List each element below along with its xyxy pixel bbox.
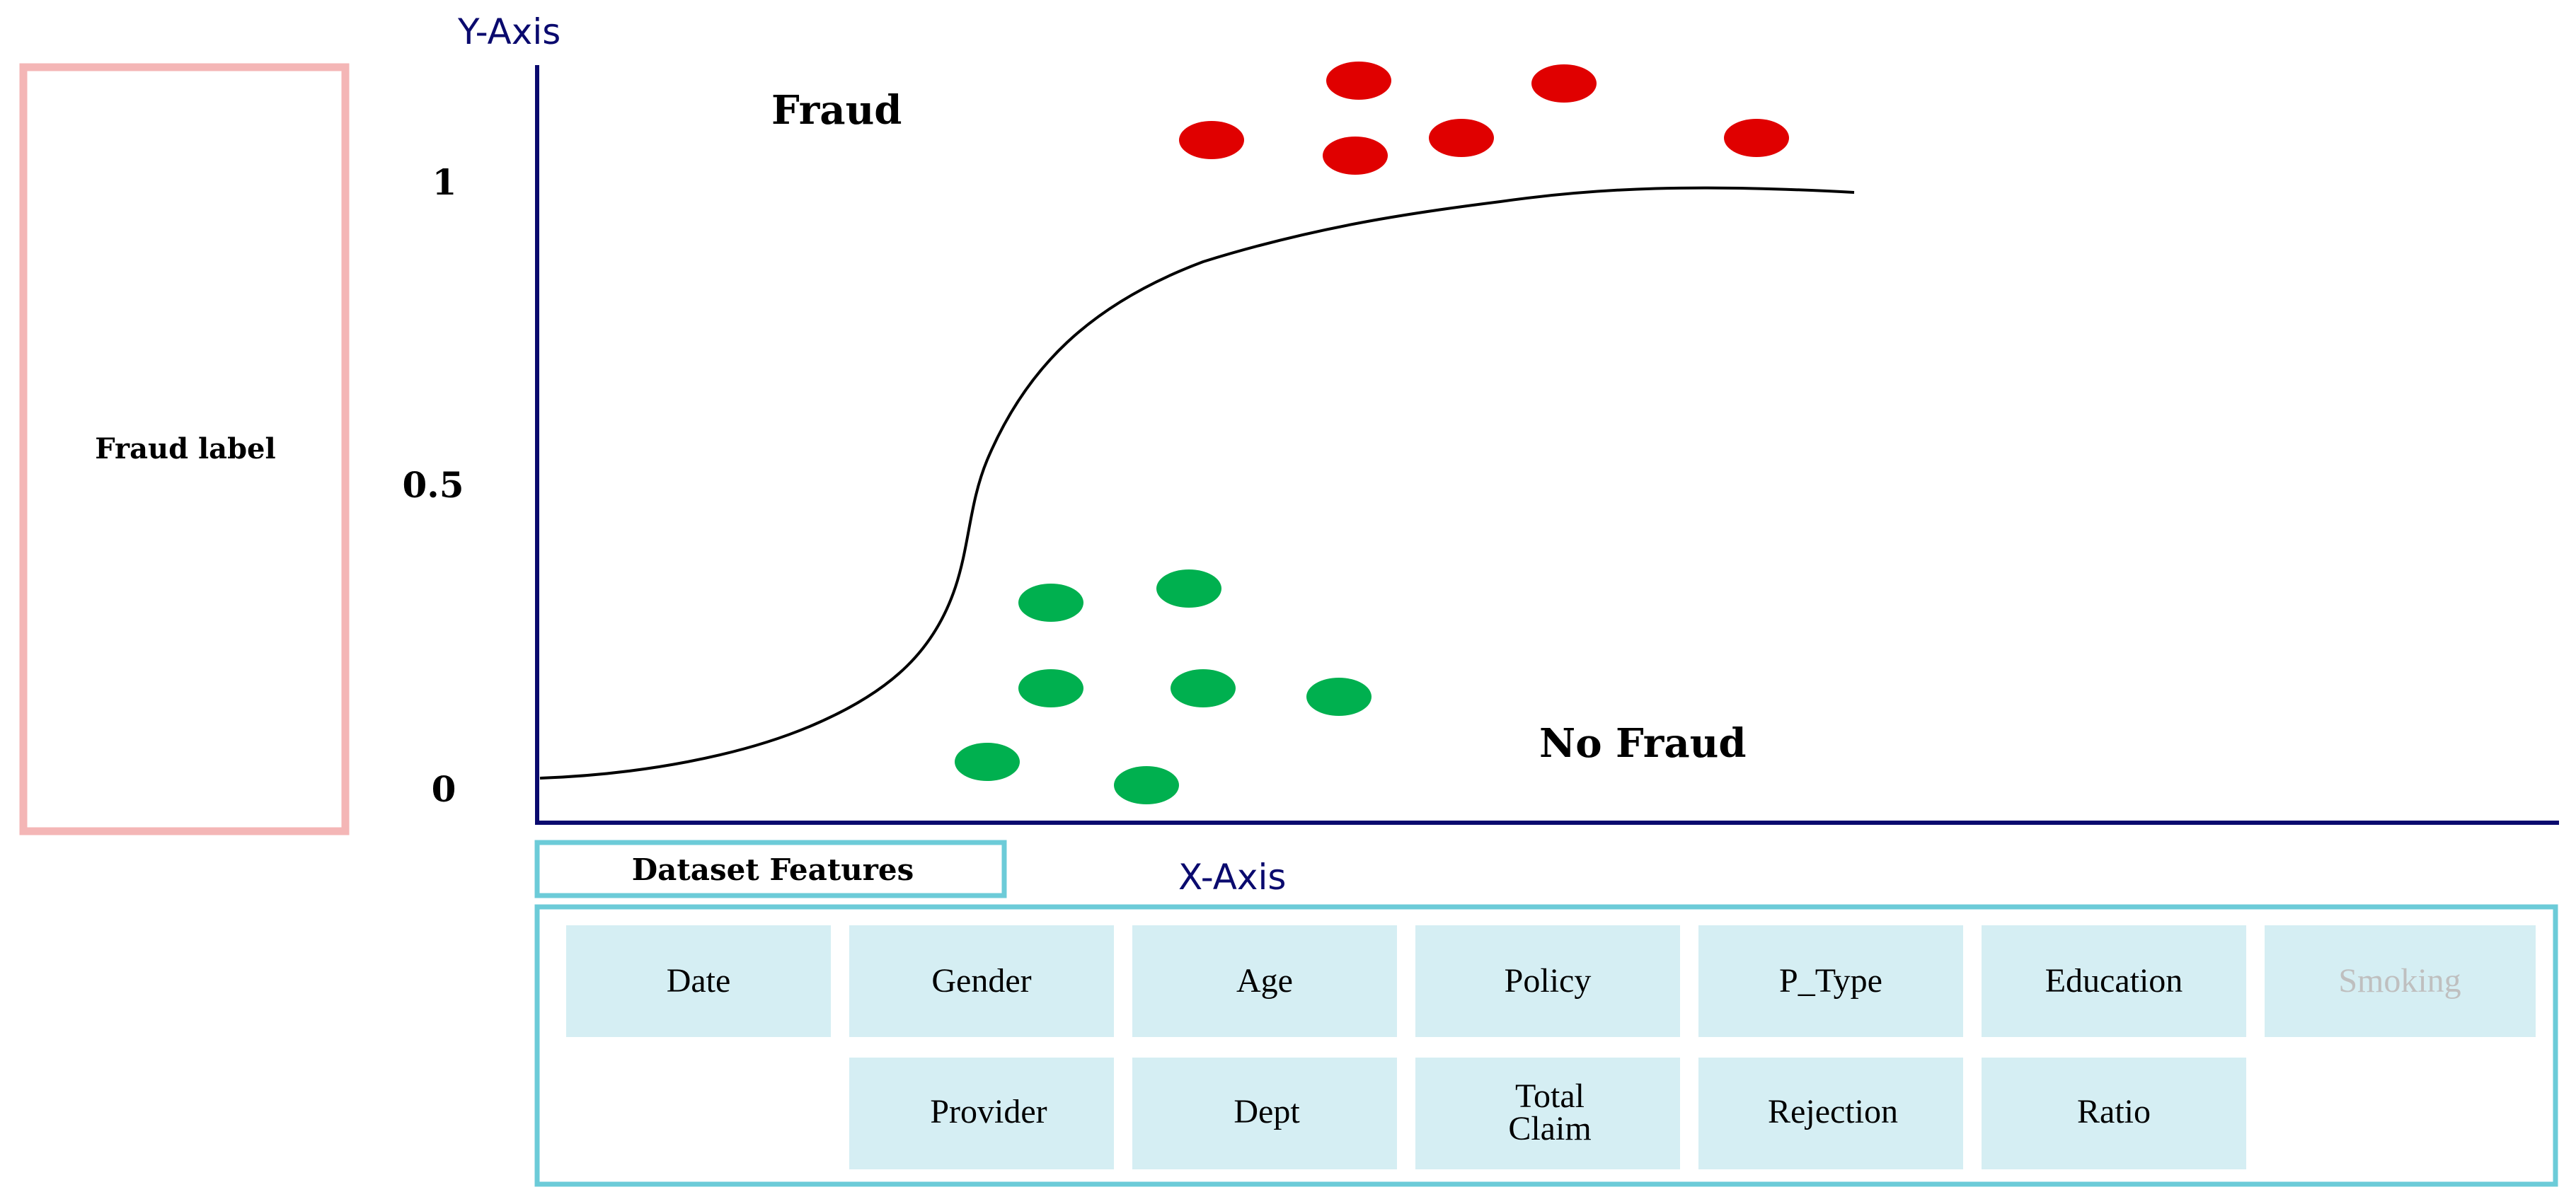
feature-label: Age [1236,962,1293,1000]
fraud-point [1724,119,1789,157]
feature-label: Dept [1234,1093,1300,1130]
dataset-features-label: Dataset Features [632,852,914,887]
no-fraud-point [1306,678,1372,716]
fraud-points [1179,62,1789,175]
fraud-point [1531,64,1597,103]
fraud-region-label: Fraud [771,87,902,134]
no-fraud-points [955,569,1372,804]
no-fraud-point [1018,584,1083,622]
fraud-point [1429,119,1494,157]
y-tick-label: 1 [432,161,457,203]
fraud-label-text: Fraud label [95,432,275,465]
feature-label: Rejection [1768,1093,1898,1130]
feature-label: Date [667,962,731,1000]
no-fraud-point [955,743,1020,781]
no-fraud-point [1114,766,1179,804]
y-axis-title: Y-Axis [457,11,560,52]
feature-cell-rejection: Rejection [1698,1058,1963,1169]
feature-label: Gender [931,962,1031,1000]
feature-label: Smoking [2338,962,2461,1000]
x-axis-title: X-Axis [1178,857,1286,898]
fraud-point [1179,121,1244,159]
feature-cell-policy: Policy [1415,925,1680,1037]
fraud-point [1323,137,1388,175]
fraud-label-box [19,63,350,835]
feature-label: Policy [1505,962,1592,1000]
dataset-features-tab [534,840,1007,898]
feature-cell-date: Date [566,925,831,1037]
no-fraud-point [1156,569,1221,608]
feature-cell-age: Age [1132,925,1397,1037]
feature-cell-dept: Dept [1132,1058,1397,1169]
feature-cell-provider: Provider [849,1058,1114,1169]
feature-label: Education [2045,962,2183,1000]
y-tick-label: 0 [432,768,456,810]
feature-label: Provider [930,1093,1047,1130]
feature-label: Ratio [2077,1093,2151,1130]
feature-cell-smoking: Smoking [2265,925,2536,1037]
no-fraud-point [1171,669,1236,707]
feature-cell-gender: Gender [849,925,1114,1037]
feature-cell-education: Education [1982,925,2246,1037]
no-fraud-point [1018,669,1083,707]
y-tick-label: 0.5 [403,464,464,506]
feature-label: P_Type [1779,962,1882,1000]
fraud-point [1326,62,1391,100]
no-fraud-region-label: No Fraud [1539,720,1746,767]
feature-cell-p-type: P_Type [1698,925,1963,1037]
sigmoid-curve [539,186,1855,780]
feature-cell-ratio: Ratio [1982,1058,2246,1169]
